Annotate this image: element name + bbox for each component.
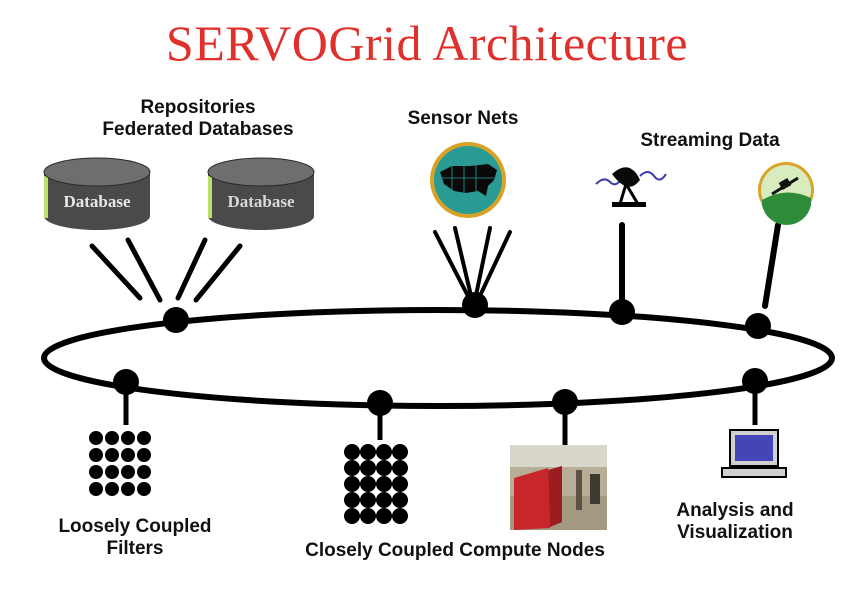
database-cylinder-1: Database [43, 157, 151, 230]
bottom-links [123, 383, 758, 445]
database-cylinder-2: Database [207, 157, 315, 230]
ring-node-analysis [742, 368, 768, 394]
grid-ring [41, 307, 835, 409]
ring-node-satellite [745, 313, 771, 339]
compute-cluster-photo [510, 445, 607, 530]
closely-coupled-label: Closely Coupled Compute Nodes [305, 540, 605, 561]
database-label-1: Database [63, 192, 131, 211]
loosely-coupled-grid [89, 431, 151, 496]
satellite-earth-icon [758, 162, 814, 226]
ring-nodes [113, 292, 771, 416]
satellite-dish-icon [595, 167, 667, 207]
repositories-line-2: Federated Databases [102, 119, 294, 140]
us-map-sensor-icon [430, 142, 506, 218]
ring-node-databases [163, 307, 189, 333]
ring-node-photo [552, 389, 578, 415]
loosely-coupled-label: Loosely Coupled Filters [40, 516, 230, 560]
sensor-nets-label: Sensor Nets [407, 108, 519, 129]
diagram-title: SERVOGrid Architecture [165, 15, 689, 71]
repositories-line-1: Repositories [140, 97, 256, 118]
closely-coupled-grid [344, 444, 408, 524]
analysis-line-1: Analysis and [676, 500, 794, 521]
ring-node-filters [113, 369, 139, 395]
streaming-data-label: Streaming Data [640, 130, 780, 151]
repositories-label: Repositories Federated Databases [78, 97, 318, 141]
database-links [89, 237, 243, 303]
analysis-line-2: Visualization [677, 522, 793, 543]
analysis-label: Analysis and Visualization [660, 500, 810, 544]
loosely-line-2: Filters [106, 538, 164, 559]
ring-node-sensor [462, 292, 488, 318]
sensor-links [433, 226, 512, 302]
ring-node-compute [367, 390, 393, 416]
computer-monitor-icon [721, 429, 787, 478]
loosely-line-1: Loosely Coupled [58, 516, 212, 537]
satellite-link [762, 222, 781, 309]
database-label-2: Database [227, 192, 295, 211]
ring-node-dish [609, 299, 635, 325]
